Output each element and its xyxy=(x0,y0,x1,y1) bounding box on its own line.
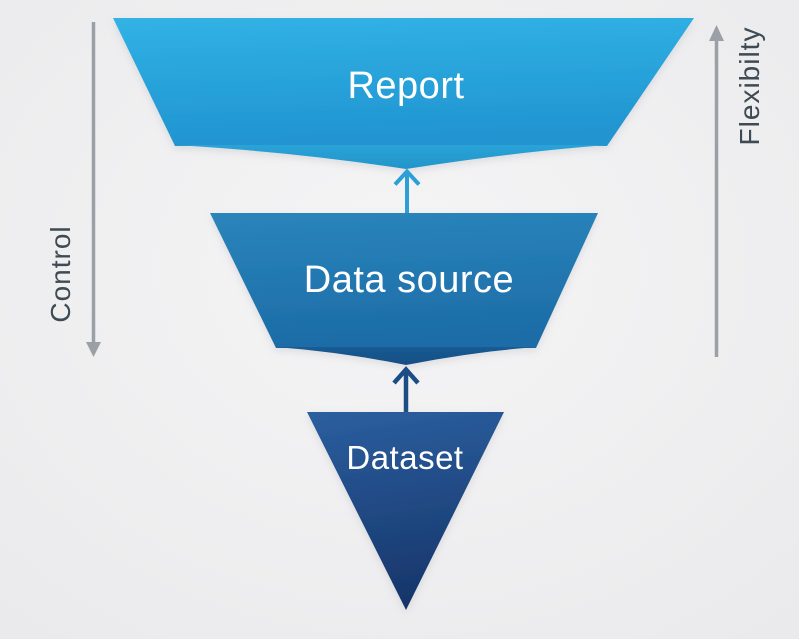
report-shape xyxy=(113,18,694,146)
up-arrow-navy-icon xyxy=(392,366,420,412)
control-axis-arrowhead-down-icon xyxy=(86,342,101,357)
flexibility-axis: Flexibilty xyxy=(709,25,765,357)
dataset-label: Dataset xyxy=(346,439,463,476)
funnel-level-dataset: Dataset xyxy=(307,412,504,610)
arrow-datasource-to-report xyxy=(393,168,421,213)
funnel-level-datasource: Data source xyxy=(210,213,598,365)
arrow-dataset-to-datasource xyxy=(392,366,420,412)
flexibility-axis-arrowhead-up-icon xyxy=(709,25,724,41)
datasource-label: Data source xyxy=(304,259,514,301)
datasource-shape xyxy=(210,213,598,348)
control-axis-label: Control xyxy=(45,225,76,322)
report-label: Report xyxy=(347,65,464,107)
control-axis: Control xyxy=(45,22,101,357)
up-arrow-teal-icon xyxy=(393,168,421,213)
datasource-shape-facet xyxy=(276,347,536,365)
flexibility-axis-label: Flexibilty xyxy=(734,27,765,146)
dataset-shape xyxy=(307,412,504,610)
report-shape-facet xyxy=(175,145,607,169)
funnel-level-report: Report xyxy=(113,18,694,169)
